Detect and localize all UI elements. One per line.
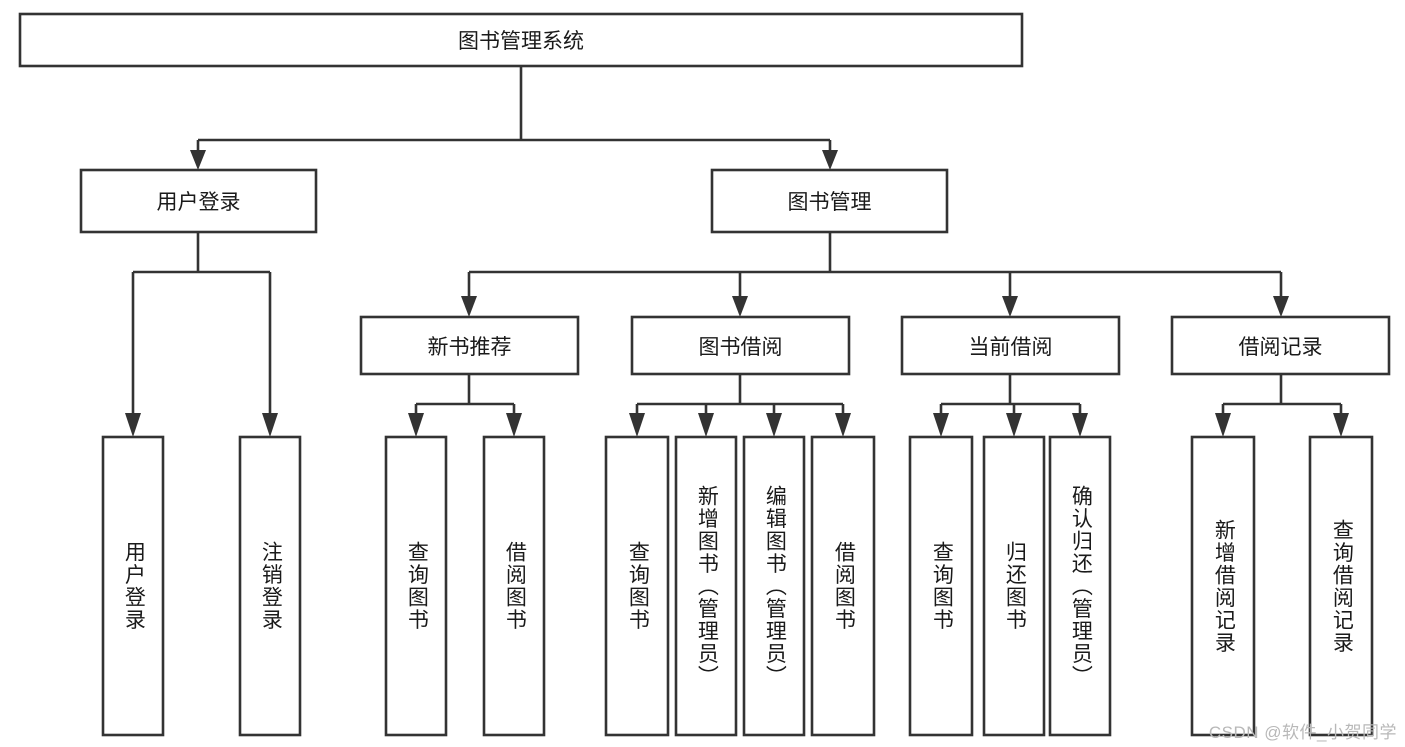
- leaf-box-borrow-book-1[interactable]: [482, 435, 546, 737]
- arrowhead-leaf-query-record: [1333, 413, 1349, 437]
- node-label-root: 图书管理系统: [20, 14, 1022, 66]
- leaf-label-query-book-3-text: 查询图书: [930, 541, 954, 631]
- node-label-root-text: 图书管理系统: [458, 30, 584, 53]
- arrowhead-leaf-query-book-3: [933, 413, 949, 437]
- leaf-label-return-book-text: 归还图书: [1003, 541, 1027, 631]
- node-label-book-borrow-text: 图书借阅: [698, 335, 783, 359]
- leaf-box-confirm-return[interactable]: [1048, 435, 1112, 737]
- leaf-box-add-book[interactable]: [674, 435, 738, 737]
- csdn-watermark: CSDN @软件_小贺同学: [1208, 723, 1397, 742]
- leaf-box-query-record[interactable]: [1308, 435, 1374, 737]
- node-label-new-book-recommend-text: 新书推荐: [427, 335, 512, 359]
- leaf-label-edit-book: 编辑图书（管理员）: [744, 437, 804, 735]
- leaf-label-user-logout-text: 注销登录: [259, 541, 283, 631]
- arrowhead-new-book-recommend: [461, 296, 477, 317]
- arrowhead-leaf-return-book: [1006, 413, 1022, 437]
- leaf-label-borrow-book-2: 借阅图书: [812, 437, 874, 735]
- arrowhead-current-borrow: [1002, 296, 1018, 317]
- leaf-box-query-book-1[interactable]: [384, 435, 448, 737]
- leaf-box-edit-book[interactable]: [742, 435, 806, 737]
- node-label-borrow-record: 借阅记录: [1172, 317, 1389, 374]
- leaf-label-add-record-text: 新增借阅记录: [1212, 518, 1236, 654]
- leaf-label-add-record: 新增借阅记录: [1192, 437, 1254, 735]
- leaf-label-query-book-3: 查询图书: [910, 437, 972, 735]
- arrowhead-leaf-user-logout: [262, 413, 278, 437]
- node-label-borrow-record-text: 借阅记录: [1238, 335, 1323, 359]
- arrowhead-user-login: [190, 150, 206, 170]
- leaf-box-query-book-3[interactable]: [908, 435, 974, 737]
- leaf-box-add-record[interactable]: [1190, 435, 1256, 737]
- leaf-label-borrow-book-2-text: 借阅图书: [832, 541, 856, 631]
- leaf-label-query-book-1: 查询图书: [386, 437, 446, 735]
- leaf-label-return-book: 归还图书: [984, 437, 1044, 735]
- connector-layer: [125, 66, 1349, 437]
- arrowhead-leaf-confirm-return: [1072, 413, 1088, 437]
- leaf-label-confirm-return-text: 确认归还（管理员）: [1069, 484, 1093, 688]
- leaf-box-borrow-book-2[interactable]: [810, 435, 876, 737]
- leaf-label-borrow-book-1: 借阅图书: [484, 437, 544, 735]
- node-label-current-borrow: 当前借阅: [902, 317, 1119, 374]
- node-box-user-login[interactable]: [79, 168, 318, 234]
- arrowhead-book-manage: [822, 150, 838, 170]
- leaf-box-user-login[interactable]: [101, 435, 165, 737]
- box-layer: [18, 12, 1391, 737]
- arrowhead-borrow-record: [1273, 296, 1289, 317]
- arrowhead-book-borrow: [732, 296, 748, 317]
- leaf-label-user-login: 用户登录: [103, 437, 163, 735]
- leaf-box-query-book-2[interactable]: [604, 435, 670, 737]
- leaf-label-add-book-text: 新增图书（管理员）: [695, 484, 719, 688]
- leaf-box-user-logout[interactable]: [238, 435, 302, 737]
- node-box-book-manage[interactable]: [710, 168, 949, 234]
- node-box-book-borrow[interactable]: [630, 315, 851, 376]
- node-label-current-borrow-text: 当前借阅: [968, 335, 1053, 359]
- node-box-root[interactable]: [18, 12, 1024, 68]
- leaf-label-query-book-1-text: 查询图书: [405, 541, 429, 631]
- arrowhead-leaf-borrow-book-1: [506, 413, 522, 437]
- leaf-label-user-logout: 注销登录: [240, 437, 300, 735]
- arrowhead-leaf-query-book-2: [629, 413, 645, 437]
- leaf-label-confirm-return: 确认归还（管理员）: [1050, 437, 1110, 735]
- node-label-user-login-text: 用户登录: [156, 191, 241, 214]
- node-label-book-manage-text: 图书管理: [787, 191, 872, 214]
- node-label-book-borrow: 图书借阅: [632, 317, 849, 374]
- node-label-book-manage: 图书管理: [712, 170, 947, 232]
- node-label-user-login: 用户登录: [81, 170, 316, 232]
- arrowhead-leaf-add-book: [698, 413, 714, 437]
- node-box-current-borrow[interactable]: [900, 315, 1121, 376]
- node-box-borrow-record[interactable]: [1170, 315, 1391, 376]
- node-box-new-book-recommend[interactable]: [359, 315, 580, 376]
- leaf-label-add-book: 新增图书（管理员）: [676, 437, 736, 735]
- leaf-label-edit-book-text: 编辑图书（管理员）: [763, 484, 787, 688]
- arrowhead-leaf-borrow-book-2: [835, 413, 851, 437]
- arrowhead-leaf-edit-book: [766, 413, 782, 437]
- arrowhead-leaf-user-login: [125, 413, 141, 437]
- leaf-label-query-book-2: 查询图书: [606, 437, 668, 735]
- leaf-label-user-login-text: 用户登录: [122, 541, 146, 631]
- arrowhead-leaf-query-book-1: [408, 413, 424, 437]
- leaf-label-borrow-book-1-text: 借阅图书: [503, 541, 527, 631]
- leaf-box-return-book[interactable]: [982, 435, 1046, 737]
- leaf-label-query-record: 查询借阅记录: [1310, 437, 1372, 735]
- leaf-label-query-book-2-text: 查询图书: [626, 541, 650, 631]
- leaf-label-query-record-text: 查询借阅记录: [1330, 518, 1354, 654]
- node-label-new-book-recommend: 新书推荐: [361, 317, 578, 374]
- arrowhead-leaf-add-record: [1215, 413, 1231, 437]
